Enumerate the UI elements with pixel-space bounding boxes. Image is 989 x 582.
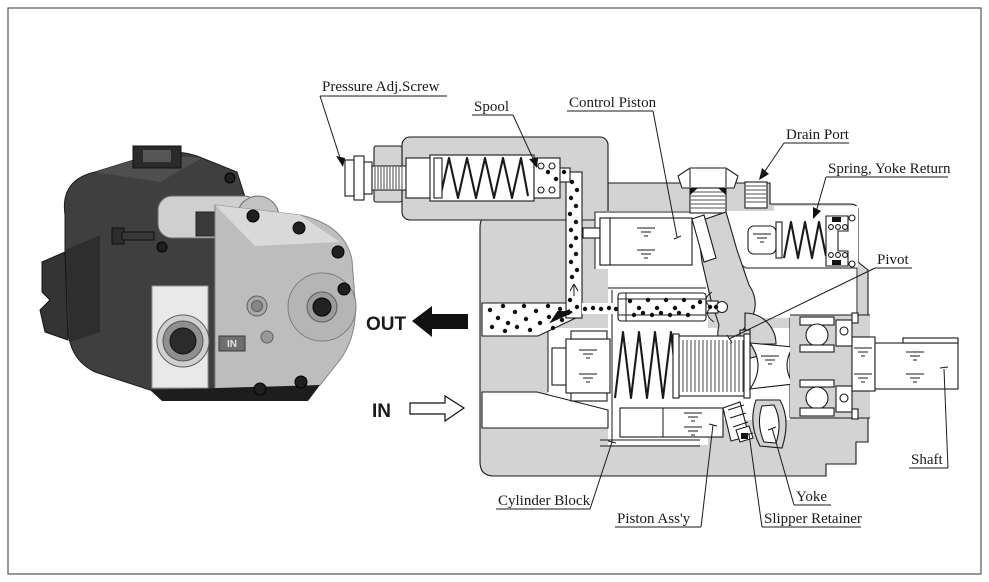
- callout-pressure-adj-screw: Pressure Adj.Screw: [319, 79, 447, 167]
- callouts: Pressure Adj.Screw Spool Control Piston …: [319, 79, 951, 528]
- in-marking-plate: [218, 335, 246, 352]
- svg-text:Yoke: Yoke: [796, 489, 827, 505]
- callout-cylinder-block: Cylinder Block: [496, 440, 617, 510]
- svg-text:Slipper Retainer: Slipper Retainer: [764, 511, 862, 527]
- out-arrow-icon: [412, 306, 468, 337]
- lower-piston-assy: [619, 401, 754, 443]
- callout-spool: Spool: [472, 99, 538, 168]
- svg-text:Drain Port: Drain Port: [786, 127, 850, 143]
- leader-arrowhead: [336, 156, 345, 167]
- svg-text:Shaft: Shaft: [911, 452, 943, 468]
- photo-in-marking: IN: [227, 339, 237, 350]
- callout-spring-yoke-return: Spring, Yoke Return: [813, 161, 951, 219]
- callout-drain-port: Drain Port: [759, 127, 850, 180]
- svg-text:Control Piston: Control Piston: [569, 95, 657, 111]
- pressurized-oil-dots: [487, 169, 719, 334]
- rotating-group: [551, 330, 794, 402]
- callout-pivot: Pivot: [726, 252, 912, 344]
- callout-yoke: Yoke: [767, 426, 831, 506]
- pressure-adj-screw-part: [344, 155, 407, 201]
- callout-piston-assy: Piston Ass'y: [615, 423, 718, 528]
- out-channel: [481, 302, 584, 337]
- callout-control-piston: Control Piston: [567, 95, 682, 240]
- leader-arrowhead: [529, 158, 538, 168]
- splined-shaft: [674, 335, 749, 397]
- hex-bolts: [156, 172, 351, 396]
- leader-arrowhead: [759, 168, 769, 180]
- pump-photo: IN: [39, 145, 357, 401]
- pilot-channel: [565, 171, 583, 319]
- yoke-return-spring-part: [747, 214, 856, 268]
- compensator-spring: [438, 156, 530, 200]
- left-bearing-block: [565, 338, 611, 394]
- svg-text:Piston Ass'y: Piston Ass'y: [617, 511, 691, 527]
- svg-text:Spool: Spool: [474, 99, 509, 115]
- callout-shaft: Shaft: [909, 366, 949, 469]
- svg-text:Spring, Yoke Return: Spring, Yoke Return: [828, 161, 951, 177]
- valve-bore: [429, 154, 535, 202]
- flow-arrow-left-icon: [549, 309, 573, 324]
- svg-text:Cylinder Block: Cylinder Block: [498, 493, 591, 509]
- leader-arrowhead: [813, 207, 821, 219]
- shaft-bearing-group: [790, 312, 959, 420]
- drain-port-plug: [677, 167, 768, 214]
- in-label: IN: [372, 401, 391, 422]
- control-piston-part: [582, 217, 693, 266]
- cylinder-block-spring: [613, 330, 680, 400]
- callout-slipper-retainer: Slipper Retainer: [744, 432, 862, 528]
- mounting-ear: [39, 251, 69, 341]
- yoke-part: [691, 211, 787, 449]
- out-label: OUT: [366, 314, 407, 335]
- in-arrow-icon: [409, 394, 466, 423]
- in-channel: [481, 391, 609, 429]
- svg-text:Pivot: Pivot: [877, 252, 910, 268]
- svg-text:Pressure Adj.Screw: Pressure Adj.Screw: [322, 79, 440, 95]
- flow-arrow-up-icon: [569, 283, 579, 296]
- cross-section: OUT IN: [344, 136, 959, 477]
